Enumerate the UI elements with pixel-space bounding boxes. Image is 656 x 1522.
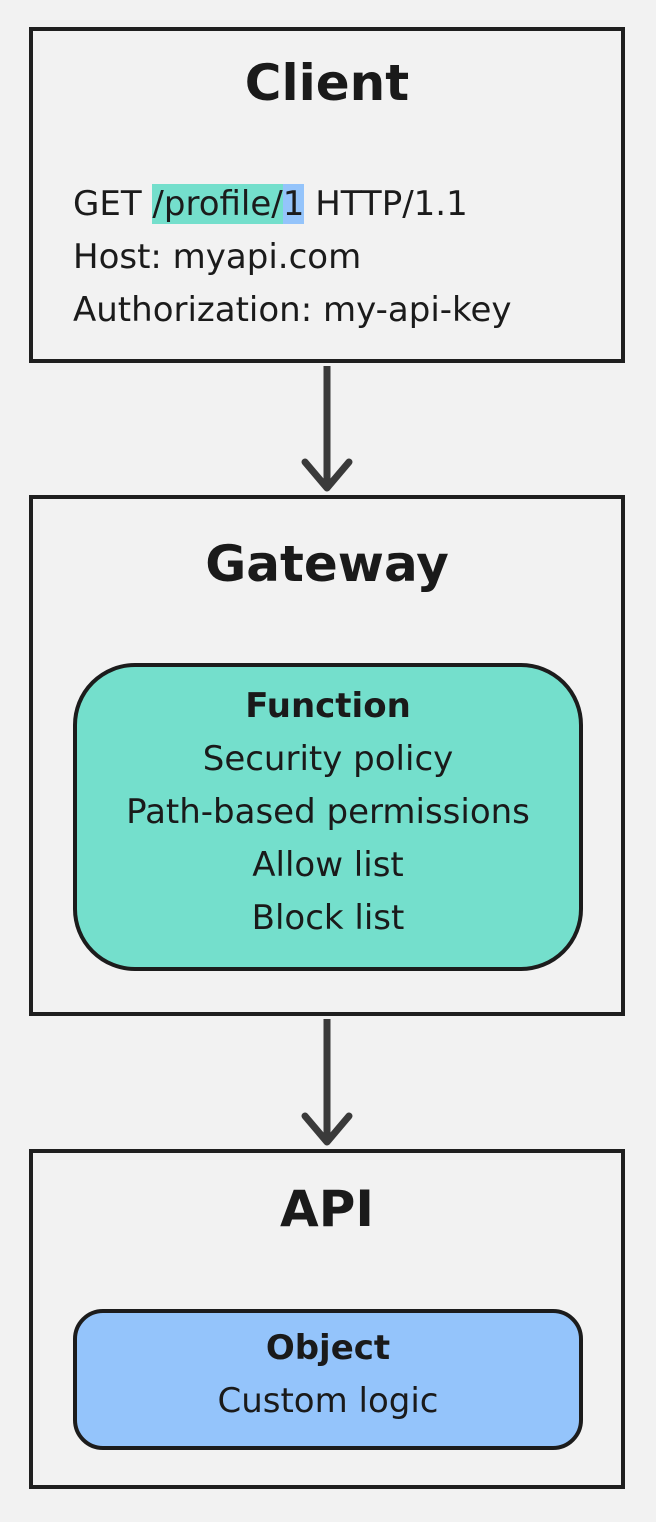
function-line-security-policy: Security policy xyxy=(202,739,454,779)
arrow-client-to-gateway xyxy=(301,366,353,492)
http-request: GET /profile/1 HTTP/1.1 Host: myapi.com … xyxy=(73,178,512,337)
client-box: Client GET /profile/1 HTTP/1.1 Host: mya… xyxy=(29,27,625,363)
gateway-title: Gateway xyxy=(205,535,449,593)
object-card-title: Object xyxy=(265,1328,391,1368)
request-host-header: Host: myapi.com xyxy=(73,237,362,277)
object-line-custom-logic: Custom logic xyxy=(217,1381,439,1421)
gateway-box: Gateway Function Security policy Path-ba… xyxy=(29,495,625,1016)
request-protocol: HTTP/1.1 xyxy=(315,184,468,224)
function-line-allow-list: Allow list xyxy=(252,845,404,885)
request-method: GET xyxy=(73,184,142,224)
arrow-gateway-to-api xyxy=(301,1019,353,1146)
function-line-path-permissions: Path-based permissions xyxy=(126,792,530,832)
function-card-title: Function xyxy=(245,686,411,726)
client-title: Client xyxy=(244,54,410,112)
function-card: Function Security policy Path-based perm… xyxy=(73,663,583,971)
request-auth-header: Authorization: my-api-key xyxy=(73,290,512,330)
request-id-highlight: 1 xyxy=(282,184,305,224)
request-path-highlight: /profile/ xyxy=(152,184,283,224)
api-title: API xyxy=(280,1180,374,1238)
object-card: Object Custom logic xyxy=(73,1309,583,1450)
function-line-block-list: Block list xyxy=(251,898,405,938)
request-line: GET /profile/1 HTTP/1.1 xyxy=(73,178,512,231)
api-box: API Object Custom logic xyxy=(29,1149,625,1489)
